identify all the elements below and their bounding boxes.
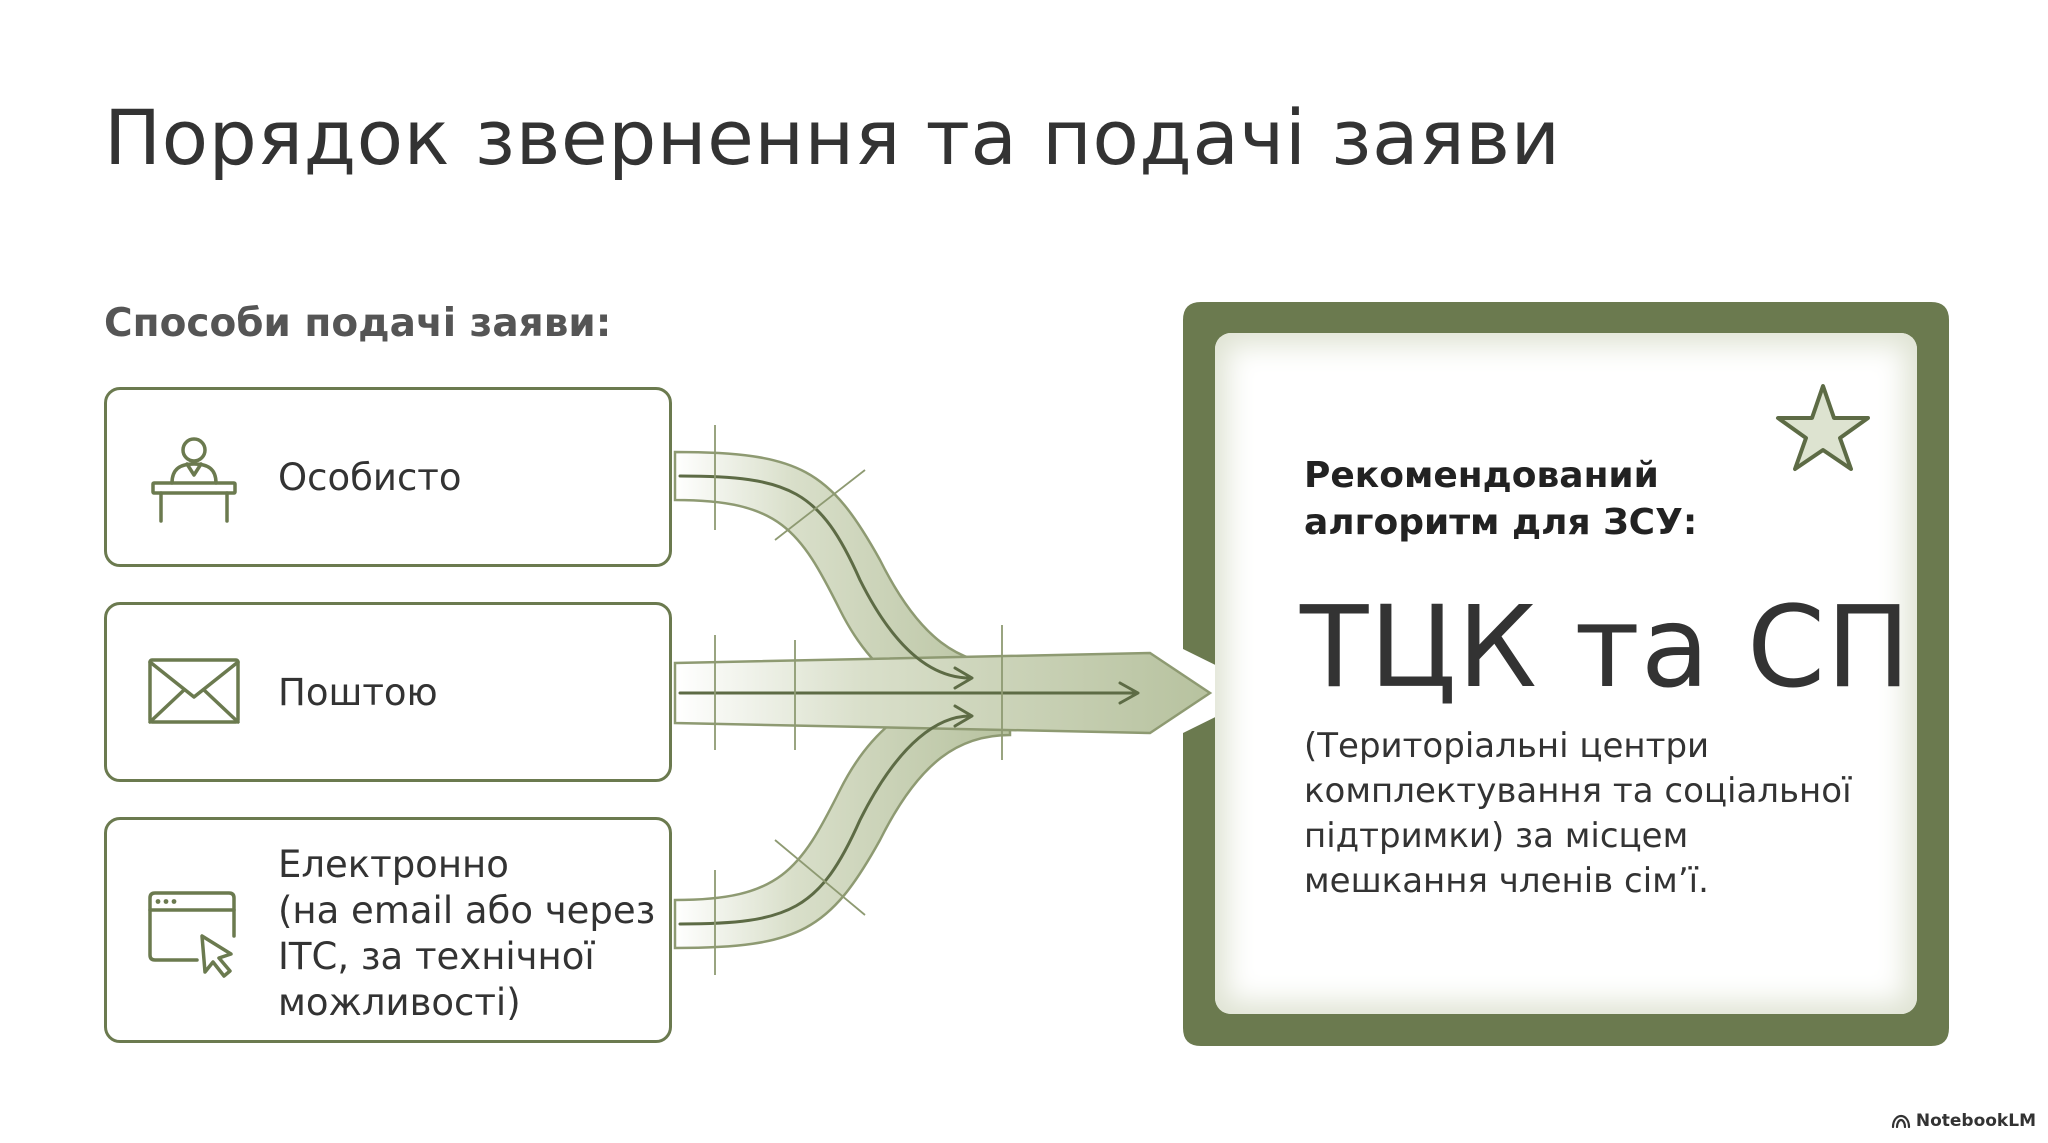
brand-label: NotebookLM [1915, 1111, 2036, 1131]
option-card-electronic: Електронно (на email або через ІТС, за т… [104, 817, 672, 1043]
option-label-in-person: Особисто [278, 456, 462, 499]
option-label-by-mail: Поштою [278, 671, 438, 714]
star-icon [1776, 384, 1870, 471]
converging-flow-arrow [673, 425, 1213, 975]
recommendation-main: ТЦК та СП [1300, 583, 1912, 713]
person-at-desk-icon [151, 437, 237, 523]
option-label-electronic: Електронно (на email або через ІТС, за т… [278, 843, 656, 1024]
envelope-icon [148, 658, 240, 724]
brand-watermark: NotebookLM [1891, 1111, 2036, 1131]
recommendation-heading: Рекомендований алгоритм для ЗСУ: [1304, 455, 1698, 543]
option-card-in-person: Особисто [104, 387, 672, 567]
option-card-by-mail: Поштою [104, 602, 672, 782]
section-subtitle: Способи подачі заяви: [104, 301, 612, 346]
browser-cursor-icon [148, 891, 236, 978]
flow-band-bottom [673, 683, 1012, 950]
page-title: Порядок звернення та подачі заяви [104, 93, 1561, 182]
recommendation-panel [1215, 333, 1917, 1014]
recommendation-description: (Територіальні центри комплектування та … [1304, 726, 1852, 901]
notebooklm-logo-icon [1891, 1114, 1910, 1128]
